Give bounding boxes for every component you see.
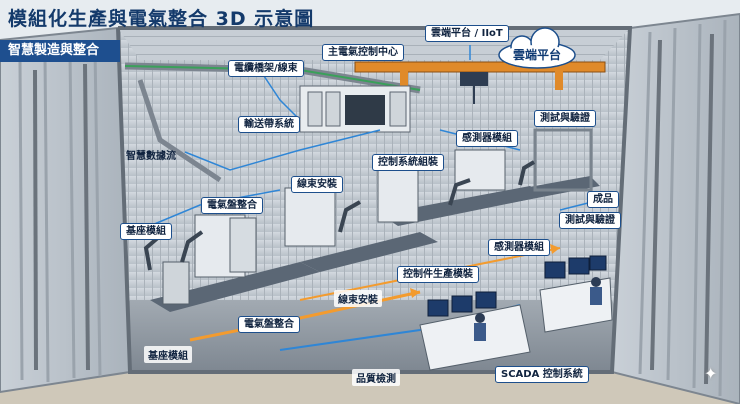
label-cloud: 雲端平台 [512, 48, 561, 62]
workstations [162, 128, 593, 305]
label-cloud-iot: 雲端平台 / IIoT [425, 25, 509, 42]
conveyor [150, 176, 600, 312]
cable-drop [137, 79, 222, 183]
page-title: 模組化生產與電氣整合 3D 示意圖 [8, 8, 315, 30]
label-controller-production: 控制件生產模裝 [397, 266, 479, 283]
right-door-ribs [638, 19, 727, 397]
label-main-control: 主電氣控制中心 [322, 44, 404, 61]
label-sensor-module-right: 感測器模組 [488, 239, 550, 256]
right-door-bars [650, 33, 714, 385]
label-test-verify-top: 測試與驗證 [534, 110, 596, 127]
label-harness-install-floor: 線束安裝 [334, 290, 382, 307]
label-sensor-module: 感測器模組 [456, 130, 518, 147]
label-base-module-left: 基座模組 [120, 223, 172, 240]
label-base-module-floor: 基座模組 [144, 346, 192, 363]
label-cable-tray: 電纜橋架/線束 [228, 60, 304, 77]
label-quality-check: 品質檢測 [352, 369, 400, 386]
operator-icon [474, 277, 602, 341]
crane-icon [354, 61, 606, 104]
cabinet-icon [299, 85, 411, 133]
label-control-assembly: 控制系統組裝 [372, 154, 444, 171]
label-scada: SCADA 控制系統 [495, 366, 589, 383]
label-panel-integration-floor: 電氣盤整合 [238, 316, 300, 333]
label-panel-integration-top: 電氣盤整合 [201, 197, 263, 214]
title-bar: 模組化生產與電氣整合 3D 示意圖 [0, 0, 330, 40]
robot-arm-icon [143, 160, 536, 271]
page-subtitle: 智慧製造與整合 [0, 40, 120, 62]
left-door-bars [33, 63, 90, 371]
label-data-flow: 智慧數據流 [126, 151, 176, 162]
label-test-verify-right: 測試與驗證 [559, 212, 621, 229]
monitor-icon [427, 255, 607, 317]
sparkle-icon: ✦ [704, 364, 718, 383]
label-product: 成品 [587, 191, 619, 208]
label-conveyor: 輸送帶系統 [238, 116, 300, 133]
label-harness-install-top: 線束安裝 [291, 176, 343, 193]
left-door-ribs [18, 47, 102, 383]
cloud-icon [498, 27, 576, 69]
